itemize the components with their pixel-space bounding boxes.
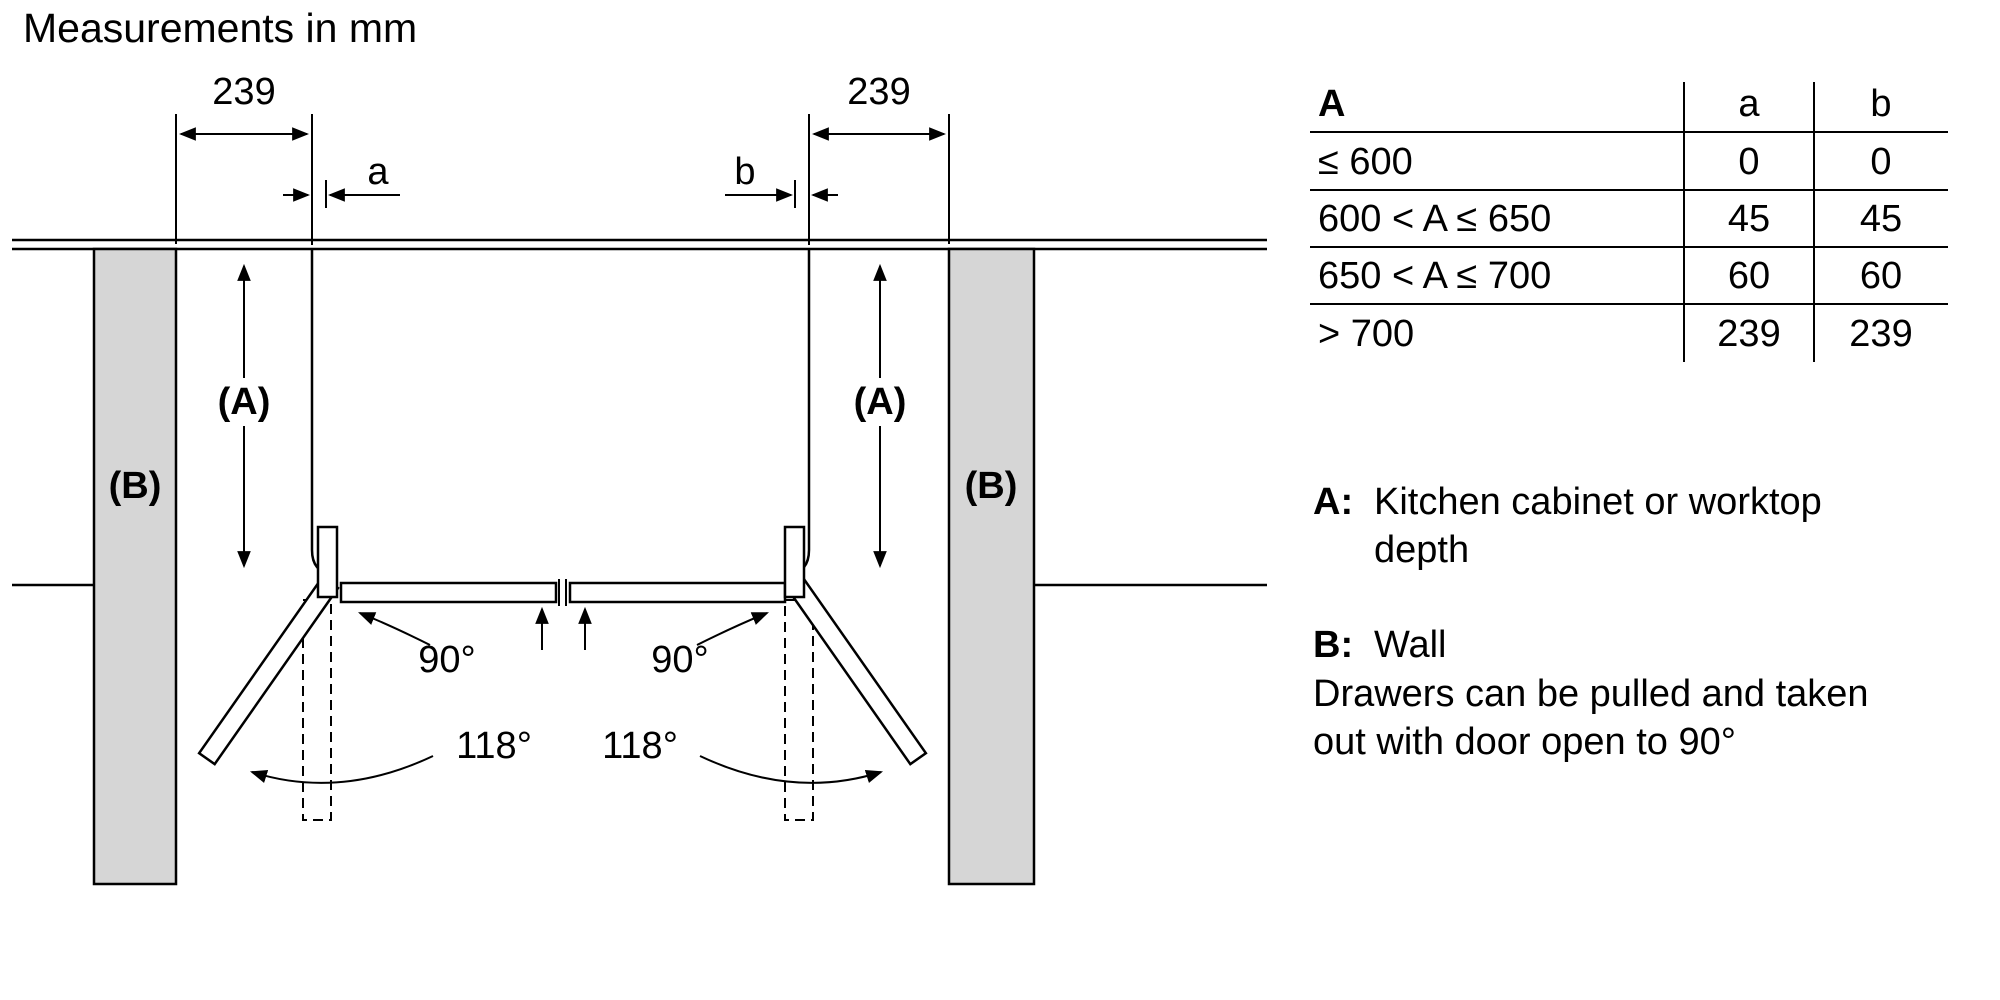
- dim-239-left: 239: [175, 71, 313, 245]
- door-90-outline-left: [302, 599, 332, 821]
- door-closed-left: [339, 581, 558, 604]
- angle-90-left: 90°: [358, 606, 549, 681]
- table-cell-a: 0: [1738, 141, 1759, 183]
- dim-gap-b: b: [725, 151, 838, 208]
- table-cell-b: 0: [1870, 141, 1891, 183]
- cabinet-edge-left: [310, 249, 333, 576]
- table-cell-range: 600 < A ≤ 650: [1318, 198, 1551, 240]
- angle-118-right: 118°: [602, 725, 884, 784]
- table-header-b: b: [1870, 83, 1891, 125]
- angle-118-right-label: 118°: [602, 725, 678, 767]
- left-wall: (B): [92, 247, 178, 886]
- table-row: > 700 239 239: [1318, 313, 1913, 355]
- gap-b-label: b: [734, 151, 755, 193]
- hinge-left: [316, 525, 339, 599]
- table-header-range: A: [1318, 83, 1345, 125]
- left-wall-label: (B): [109, 465, 162, 507]
- depth-dimension-right: (A): [842, 263, 918, 569]
- table-cell-a: 45: [1728, 198, 1770, 240]
- right-wall: (B): [947, 247, 1036, 886]
- legend-a-text-line2: depth: [1374, 529, 1469, 571]
- table-row: 600 < A ≤ 650 45 45: [1318, 198, 1902, 240]
- table-row: 650 < A ≤ 700 60 60: [1318, 255, 1902, 297]
- table-cell-b: 60: [1860, 255, 1902, 297]
- legend-b-key: B:: [1313, 624, 1353, 666]
- legend: A: Kitchen cabinet or worktop depth B: W…: [1313, 481, 1869, 763]
- table-cell-b: 239: [1849, 313, 1912, 355]
- angle-90-right: 90°: [578, 606, 769, 681]
- angle-118-left: 118°: [249, 725, 532, 784]
- dim-239-right-value: 239: [847, 71, 910, 113]
- legend-a-key: A:: [1313, 481, 1353, 523]
- door-closed-right: [568, 581, 787, 604]
- legend-note-line2: out with door open to 90°: [1313, 721, 1736, 763]
- back-wall-line: [12, 238, 1267, 251]
- table-cell-a: 239: [1717, 313, 1780, 355]
- gap-a-label: a: [367, 151, 389, 193]
- table-cell-a: 60: [1728, 255, 1770, 297]
- table-header-a: a: [1738, 83, 1760, 125]
- table-row: ≤ 600 0 0: [1318, 141, 1892, 183]
- angle-90-right-label: 90°: [651, 639, 708, 681]
- legend-a-text-line1: Kitchen cabinet or worktop: [1374, 481, 1822, 523]
- right-wall-label: (B): [965, 465, 1018, 507]
- cabinet-edge-right: [788, 249, 811, 576]
- table-cell-range: 650 < A ≤ 700: [1318, 255, 1551, 297]
- table-cell-b: 45: [1860, 198, 1902, 240]
- angle-118-left-label: 118°: [456, 725, 532, 767]
- legend-note-line1: Drawers can be pulled and taken: [1313, 673, 1869, 715]
- dim-gap-a: a: [283, 151, 400, 208]
- measurements-title: Measurements in mm: [23, 5, 417, 51]
- spec-table: A a b ≤ 600 0 0 600 < A ≤ 650 45 45 650 …: [1310, 82, 1948, 362]
- legend-b-text: Wall: [1374, 624, 1446, 666]
- depth-label-right: (A): [854, 381, 907, 423]
- depth-dimension-left: (A): [206, 263, 282, 569]
- table-cell-range: > 700: [1318, 313, 1414, 355]
- angle-90-left-label: 90°: [418, 639, 475, 681]
- door-open-118-left: [197, 575, 340, 766]
- door-open-118-right: [785, 575, 928, 766]
- hinge-right: [783, 525, 806, 599]
- dim-239-left-value: 239: [212, 71, 275, 113]
- door-90-outline-right: [784, 599, 814, 821]
- depth-label-left: (A): [218, 381, 271, 423]
- dim-239-right: 239: [808, 71, 950, 245]
- table-cell-range: ≤ 600: [1318, 141, 1413, 183]
